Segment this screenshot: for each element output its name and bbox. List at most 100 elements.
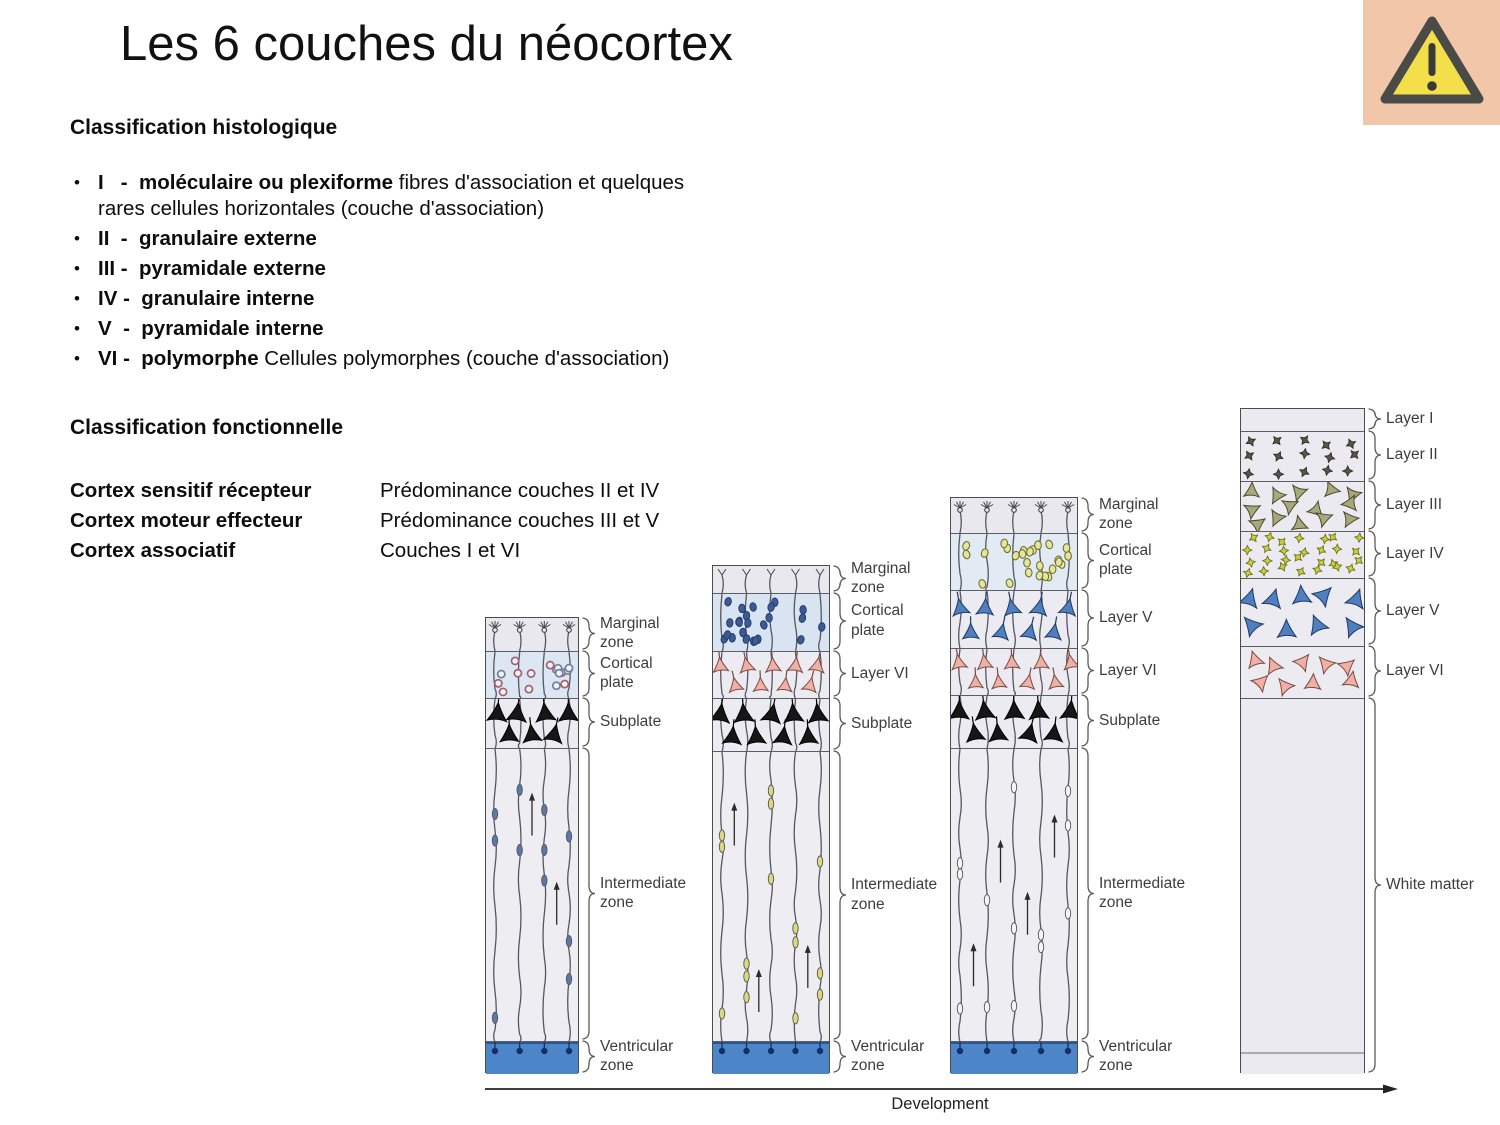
warning-triangle-icon xyxy=(1380,12,1484,113)
zone-label: Marginal zone xyxy=(851,559,911,597)
brace-icon xyxy=(832,650,847,702)
brace-icon xyxy=(1080,747,1095,1045)
zone-label: Marginal zone xyxy=(600,614,660,652)
histology-item: I - moléculaire ou plexiforme fibres d'a… xyxy=(70,170,850,222)
zone-label: Layer V xyxy=(1099,609,1153,627)
band-ventricular-zone xyxy=(486,1041,578,1074)
band-subplate xyxy=(713,698,829,751)
zone-label: Layer I xyxy=(1386,410,1434,428)
zone-label: Subplate xyxy=(1099,711,1161,729)
zone-label: Intermediate zone xyxy=(1099,874,1186,912)
histology-item: IV - granulaire interne xyxy=(70,286,850,312)
band-layer-vi xyxy=(951,648,1077,695)
zone-label: Layer V xyxy=(1386,602,1440,620)
histology-heading: Classification histologique xyxy=(70,116,338,139)
band-layer-iv xyxy=(1241,531,1364,578)
warning-badge xyxy=(1363,0,1500,125)
band-layer-v xyxy=(1241,578,1364,646)
brace-icon xyxy=(832,750,847,1045)
zone-label: White matter xyxy=(1386,876,1474,894)
zone-label: Marginal zone xyxy=(1099,495,1159,533)
functional-row: Cortex associatif Couches I et VI xyxy=(70,536,850,566)
brace-icon xyxy=(1367,577,1382,650)
histology-item: V - pyramidale interne xyxy=(70,316,850,342)
brace-icon xyxy=(832,697,847,755)
zone-label: Cortical plate xyxy=(851,602,904,639)
layer-description: Cellules polymorphes (couche d'associati… xyxy=(258,347,670,370)
histology-item: II - granulaire externe xyxy=(70,226,850,252)
band-cortical-plate xyxy=(951,533,1077,590)
brace-icon xyxy=(1080,1040,1095,1078)
functional-section: Classification fonctionnelle Cortex sens… xyxy=(70,416,850,566)
band-marginal-zone xyxy=(713,566,829,593)
band-intermediate-zone xyxy=(951,748,1077,1041)
zone-label: Layer IV xyxy=(1386,544,1444,562)
zone-label: Subplate xyxy=(600,713,662,731)
band-layer-vi xyxy=(713,651,829,698)
band-marginal-zone xyxy=(486,618,578,651)
layer-description-line2: rares cellules horizontales (couche d'as… xyxy=(98,197,545,220)
cortex-type-layers: Prédominance couches III et V xyxy=(380,509,660,532)
histology-item: VI - polymorphe Cellules polymorphes (co… xyxy=(70,346,850,372)
functional-heading: Classification fonctionnelle xyxy=(70,416,344,439)
brace-icon xyxy=(1080,694,1095,752)
band-intermediate-zone xyxy=(486,748,578,1041)
band-intermediate-zone xyxy=(713,751,829,1041)
layer-name: III - pyramidale externe xyxy=(98,257,326,280)
cortex-type-label: Cortex sensitif récepteur xyxy=(70,479,312,502)
layer-name: IV - granulaire interne xyxy=(98,287,315,310)
brace-icon xyxy=(581,617,596,655)
band-cortical-plate xyxy=(486,651,578,698)
cortex-type-label: Cortex associatif xyxy=(70,539,236,562)
band-layer-iii xyxy=(1241,481,1364,531)
cortex-column-stage-2 xyxy=(712,565,830,1074)
brace-icon xyxy=(1080,647,1095,699)
brace-icon xyxy=(1367,530,1382,582)
layer-name: II - granulaire externe xyxy=(98,227,317,250)
band-layer-vi xyxy=(1241,646,1364,698)
cortex-column-stage-3 xyxy=(950,497,1078,1074)
zone-label: Layer VI xyxy=(1386,662,1444,680)
brace-icon xyxy=(832,1040,847,1078)
zone-label: Intermediate zone xyxy=(851,876,938,913)
functional-row: Cortex moteur effecteur Prédominance couc… xyxy=(70,506,850,536)
cortex-column-stage-4 xyxy=(1240,408,1365,1074)
brace-icon xyxy=(1367,480,1382,535)
brace-icon xyxy=(1080,589,1095,652)
zone-label: Layer II xyxy=(1386,446,1438,464)
band-white-matter xyxy=(1241,698,1364,1074)
brace-icon xyxy=(1367,408,1382,435)
zone-label: Cortical plate xyxy=(1099,541,1152,579)
cortex-column-stage-1 xyxy=(485,617,579,1074)
brace-icon xyxy=(581,697,596,752)
cortex-type-label: Cortex moteur effecteur xyxy=(70,509,303,532)
band-marginal-zone xyxy=(951,498,1077,533)
band-layer-i xyxy=(1241,409,1364,431)
band-cortical-plate xyxy=(713,593,829,651)
brace-icon xyxy=(1080,497,1095,537)
page-title: Les 6 couches du néocortex xyxy=(120,17,733,71)
histology-item: III - pyramidale externe xyxy=(70,256,850,282)
brace-icon xyxy=(1367,430,1382,485)
zone-label: Subplate xyxy=(851,714,913,732)
histology-bullet-list: I - moléculaire ou plexiforme fibres d'a… xyxy=(70,170,850,372)
layer-name: VI - polymorphe xyxy=(98,347,259,370)
brace-icon xyxy=(832,592,847,655)
band-layer-ii xyxy=(1241,431,1364,481)
zone-label: Ventricular zone xyxy=(600,1037,674,1075)
brace-icon xyxy=(581,650,596,702)
band-subplate xyxy=(951,695,1077,748)
layer-name: I - moléculaire ou plexiforme xyxy=(98,171,394,194)
band-ventricular-zone xyxy=(713,1041,829,1074)
brace-icon xyxy=(1367,645,1382,702)
band-subplate xyxy=(486,698,578,748)
cortex-type-layers: Couches I et VI xyxy=(380,539,521,562)
development-axis-arrow xyxy=(485,1084,1398,1094)
zone-label: Layer VI xyxy=(851,664,909,682)
zone-label: Ventricular zone xyxy=(1099,1037,1173,1075)
brace-icon xyxy=(832,565,847,597)
band-layer-v xyxy=(951,590,1077,648)
